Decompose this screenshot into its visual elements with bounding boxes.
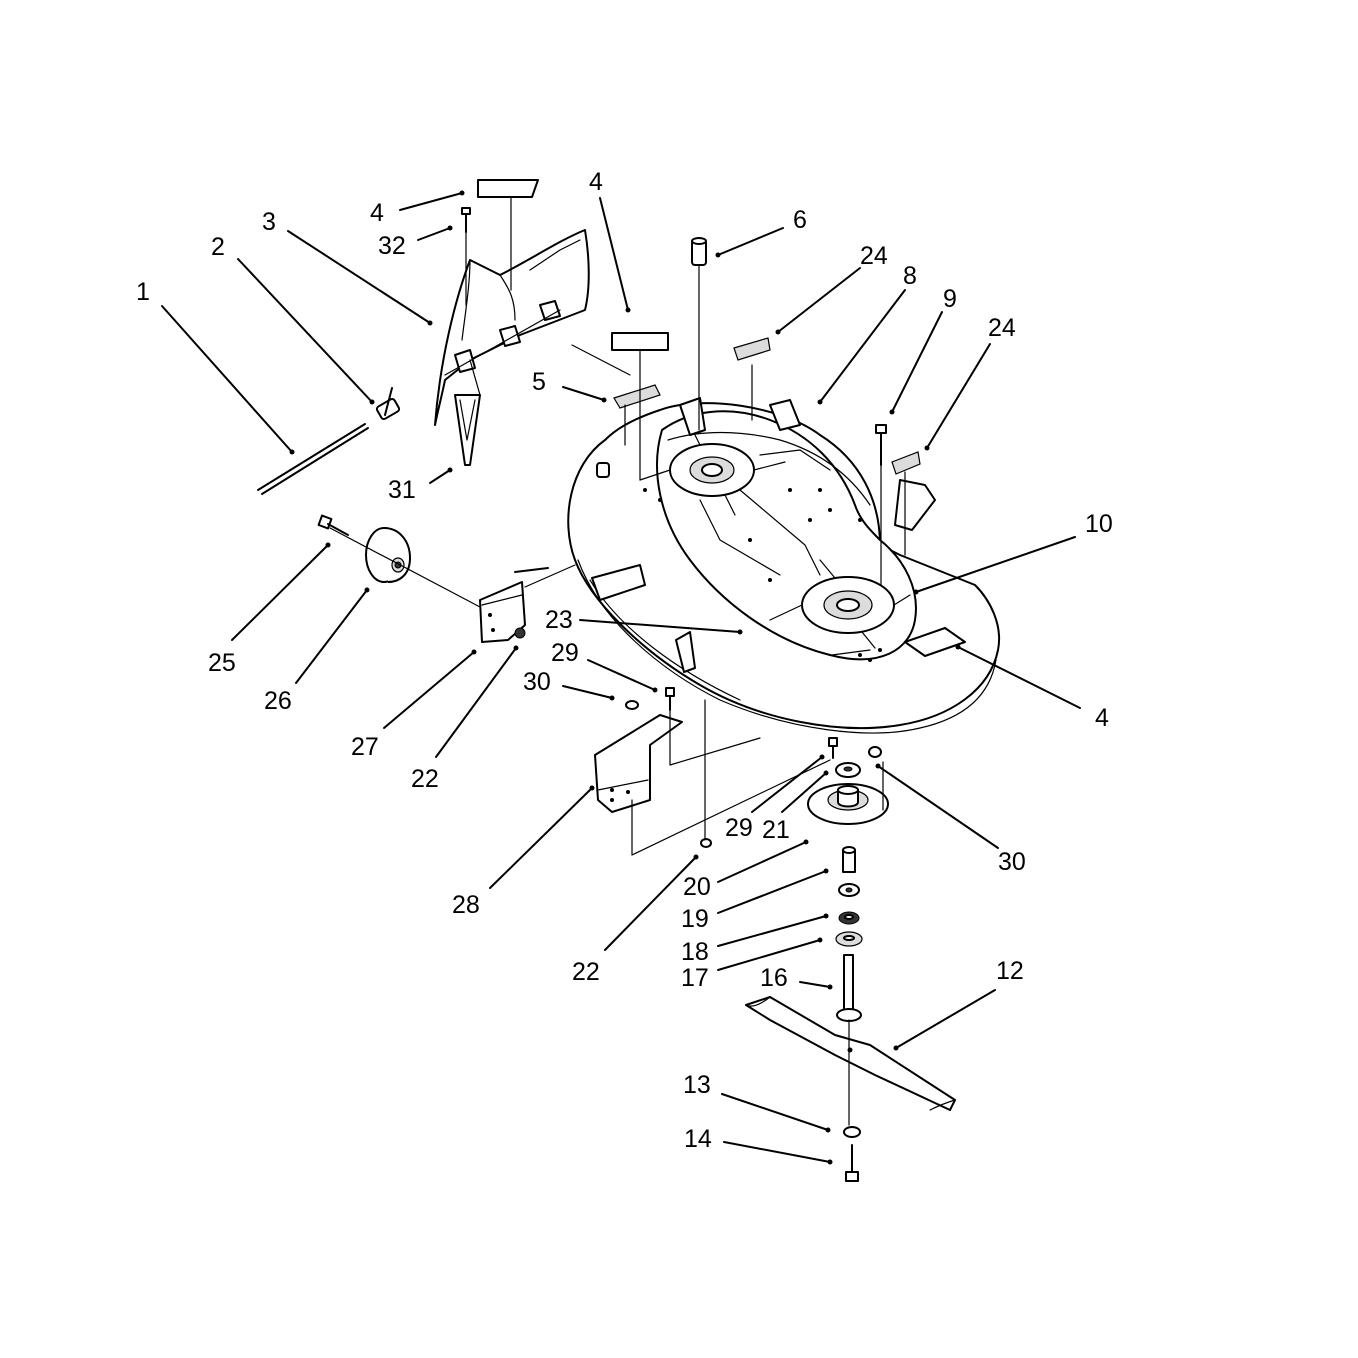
callout-5: 5 xyxy=(532,368,546,396)
wheel-bolt xyxy=(317,514,349,536)
nut-30-left xyxy=(625,700,639,710)
callout-18: 18 xyxy=(681,938,709,966)
callout-2: 2 xyxy=(211,233,225,261)
callout-16: 16 xyxy=(760,964,788,992)
callout-19: 19 xyxy=(681,905,709,933)
blade-washer xyxy=(843,1126,861,1138)
callout-9: 9 xyxy=(943,285,957,313)
chute-spring xyxy=(375,387,401,420)
nut-22-bottom xyxy=(700,838,712,848)
callout-29: 29 xyxy=(725,814,753,842)
callout-22: 22 xyxy=(572,958,600,986)
callout-8: 8 xyxy=(903,262,917,290)
callout-6: 6 xyxy=(793,206,807,234)
bolt-29-left xyxy=(665,687,675,711)
spindle-assembly xyxy=(807,737,889,1022)
wheel-bracket xyxy=(479,567,549,643)
mower-deck xyxy=(567,397,1001,734)
callout-17: 17 xyxy=(681,964,709,992)
callout-4: 4 xyxy=(370,199,384,227)
hinge-rod xyxy=(257,423,369,495)
chute-decal xyxy=(477,179,539,198)
callout-24: 24 xyxy=(988,314,1016,342)
callout-27: 27 xyxy=(351,733,379,761)
small-decal xyxy=(613,384,661,409)
leader-lines xyxy=(161,190,1081,1165)
callout-31: 31 xyxy=(388,476,416,504)
callout-1: 1 xyxy=(136,278,150,306)
callout-20: 20 xyxy=(683,873,711,901)
callout-21: 21 xyxy=(762,816,790,844)
callout-4: 4 xyxy=(589,168,603,196)
decal-24-right xyxy=(891,451,921,475)
callout-labels: 1 2 3 4 32 4 6 24 8 9 24 5 31 10 25 26 2… xyxy=(136,168,1113,1153)
blade xyxy=(745,996,956,1111)
callout-14: 14 xyxy=(684,1125,712,1153)
blade-bolt xyxy=(845,1144,859,1182)
callout-26: 26 xyxy=(264,687,292,715)
callout-32: 32 xyxy=(378,232,406,260)
callout-12: 12 xyxy=(996,957,1024,985)
callout-22: 22 xyxy=(411,765,439,793)
callout-3: 3 xyxy=(262,208,276,236)
discharge-chute xyxy=(434,229,590,426)
center-decal xyxy=(611,332,669,351)
callout-24: 24 xyxy=(860,242,888,270)
gauge-wheel xyxy=(365,527,411,583)
callout-30: 30 xyxy=(998,848,1026,876)
bolt-9 xyxy=(875,424,887,466)
support-bracket xyxy=(594,714,683,813)
deflector-clip xyxy=(454,394,481,466)
callout-13: 13 xyxy=(683,1071,711,1099)
callout-10: 10 xyxy=(1085,510,1113,538)
callout-4: 4 xyxy=(1095,704,1109,732)
callout-28: 28 xyxy=(452,891,480,919)
callout-25: 25 xyxy=(208,649,236,677)
callout-23: 23 xyxy=(545,606,573,634)
callout-30: 30 xyxy=(523,668,551,696)
adjust-pin xyxy=(691,237,707,266)
callout-29: 29 xyxy=(551,639,579,667)
deck-holes xyxy=(643,488,882,662)
assembly-lines xyxy=(329,196,906,1126)
chute-screw xyxy=(461,207,471,233)
decal-24-left xyxy=(733,337,771,361)
